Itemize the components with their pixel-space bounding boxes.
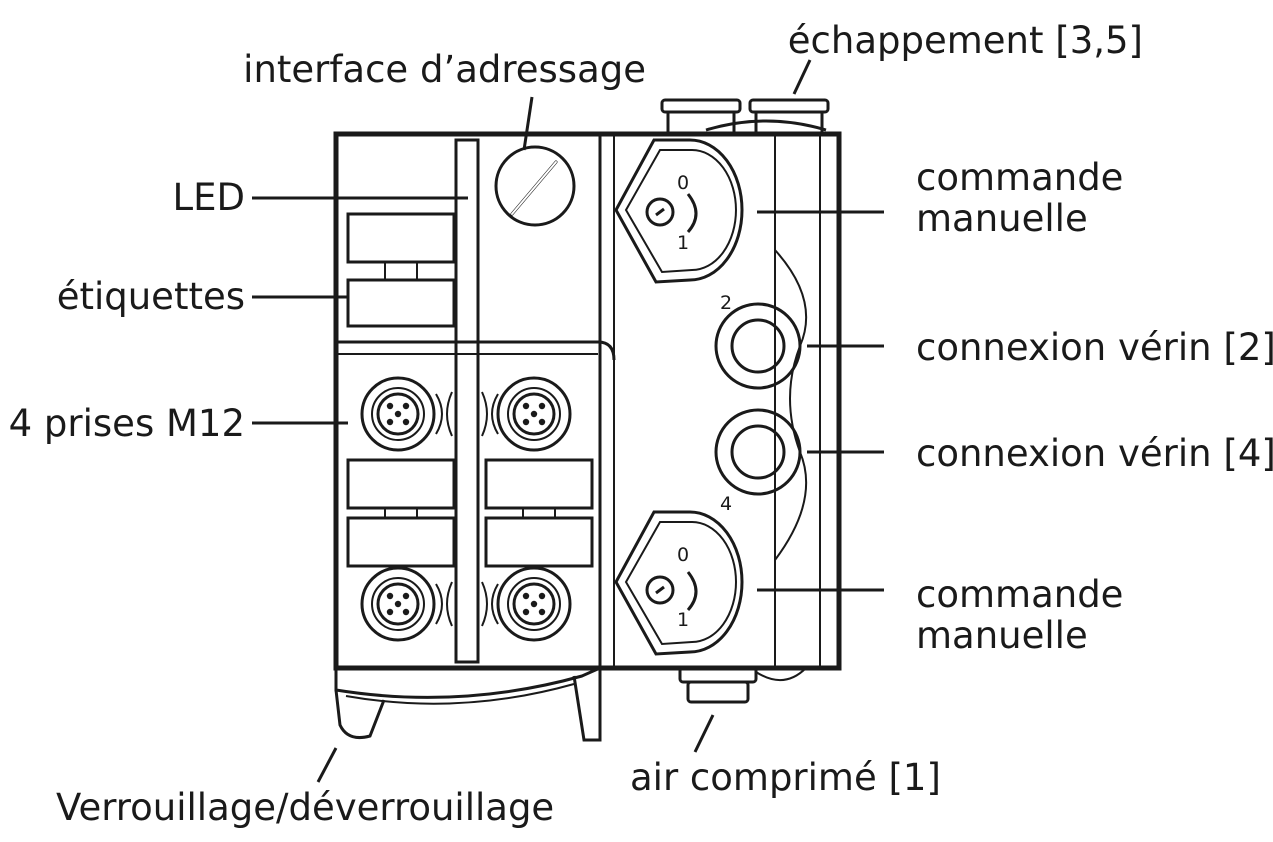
- override-bottom-position-0: 0: [677, 544, 689, 566]
- port-2-marking: 2: [720, 292, 732, 314]
- label-compressed-air: air comprimé [1]: [630, 756, 941, 799]
- led-indicator-strip: [454, 138, 480, 664]
- label-tags-upper: [346, 212, 456, 328]
- label-exhaust: échappement [3,5]: [788, 19, 1143, 62]
- label-cylinder-port-4: connexion vérin [4]: [916, 432, 1273, 475]
- label-tags: étiquettes: [57, 275, 245, 318]
- label-led: LED: [173, 176, 245, 219]
- override-top-position-1: 1: [677, 232, 689, 254]
- override-bottom-position-1: 1: [677, 609, 689, 631]
- override-top-position-0: 0: [677, 172, 689, 194]
- manual-override-top: [614, 138, 744, 284]
- port-4-marking: 4: [720, 493, 732, 515]
- m12-sockets: [360, 376, 572, 642]
- compressed-air-fitting: [678, 666, 807, 704]
- module-body: [333, 131, 842, 671]
- lock-unlock-latch: [334, 666, 602, 742]
- manual-override-bottom: [614, 510, 744, 656]
- label-manual-override-bottom-line1: commande: [916, 573, 1123, 616]
- label-manual-override-top-line2: manuelle: [916, 197, 1088, 240]
- addressing-rotary-switch: [494, 145, 576, 227]
- m12-socket-bottom-right: [496, 566, 572, 642]
- m12-socket-top-right: [496, 376, 572, 452]
- cylinder-port-2: [714, 302, 802, 390]
- label-manual-override-top-line1: commande: [916, 156, 1123, 199]
- exhaust-fittings: [660, 98, 830, 136]
- leader-lines: [252, 59, 884, 783]
- label-lock-unlock: Verrouillage/déverrouillage: [56, 786, 554, 829]
- label-addressing-interface: interface d’adressage: [243, 48, 646, 91]
- label-m12-sockets: 4 prises M12: [9, 402, 245, 445]
- cylinder-port-4: [714, 408, 802, 496]
- label-cylinder-port-2: connexion vérin [2]: [916, 326, 1273, 369]
- m12-socket-bottom-left: [360, 566, 436, 642]
- label-tags-lower: [346, 458, 594, 568]
- label-manual-override-bottom-line2: manuelle: [916, 614, 1088, 657]
- m12-socket-top-left: [360, 376, 436, 452]
